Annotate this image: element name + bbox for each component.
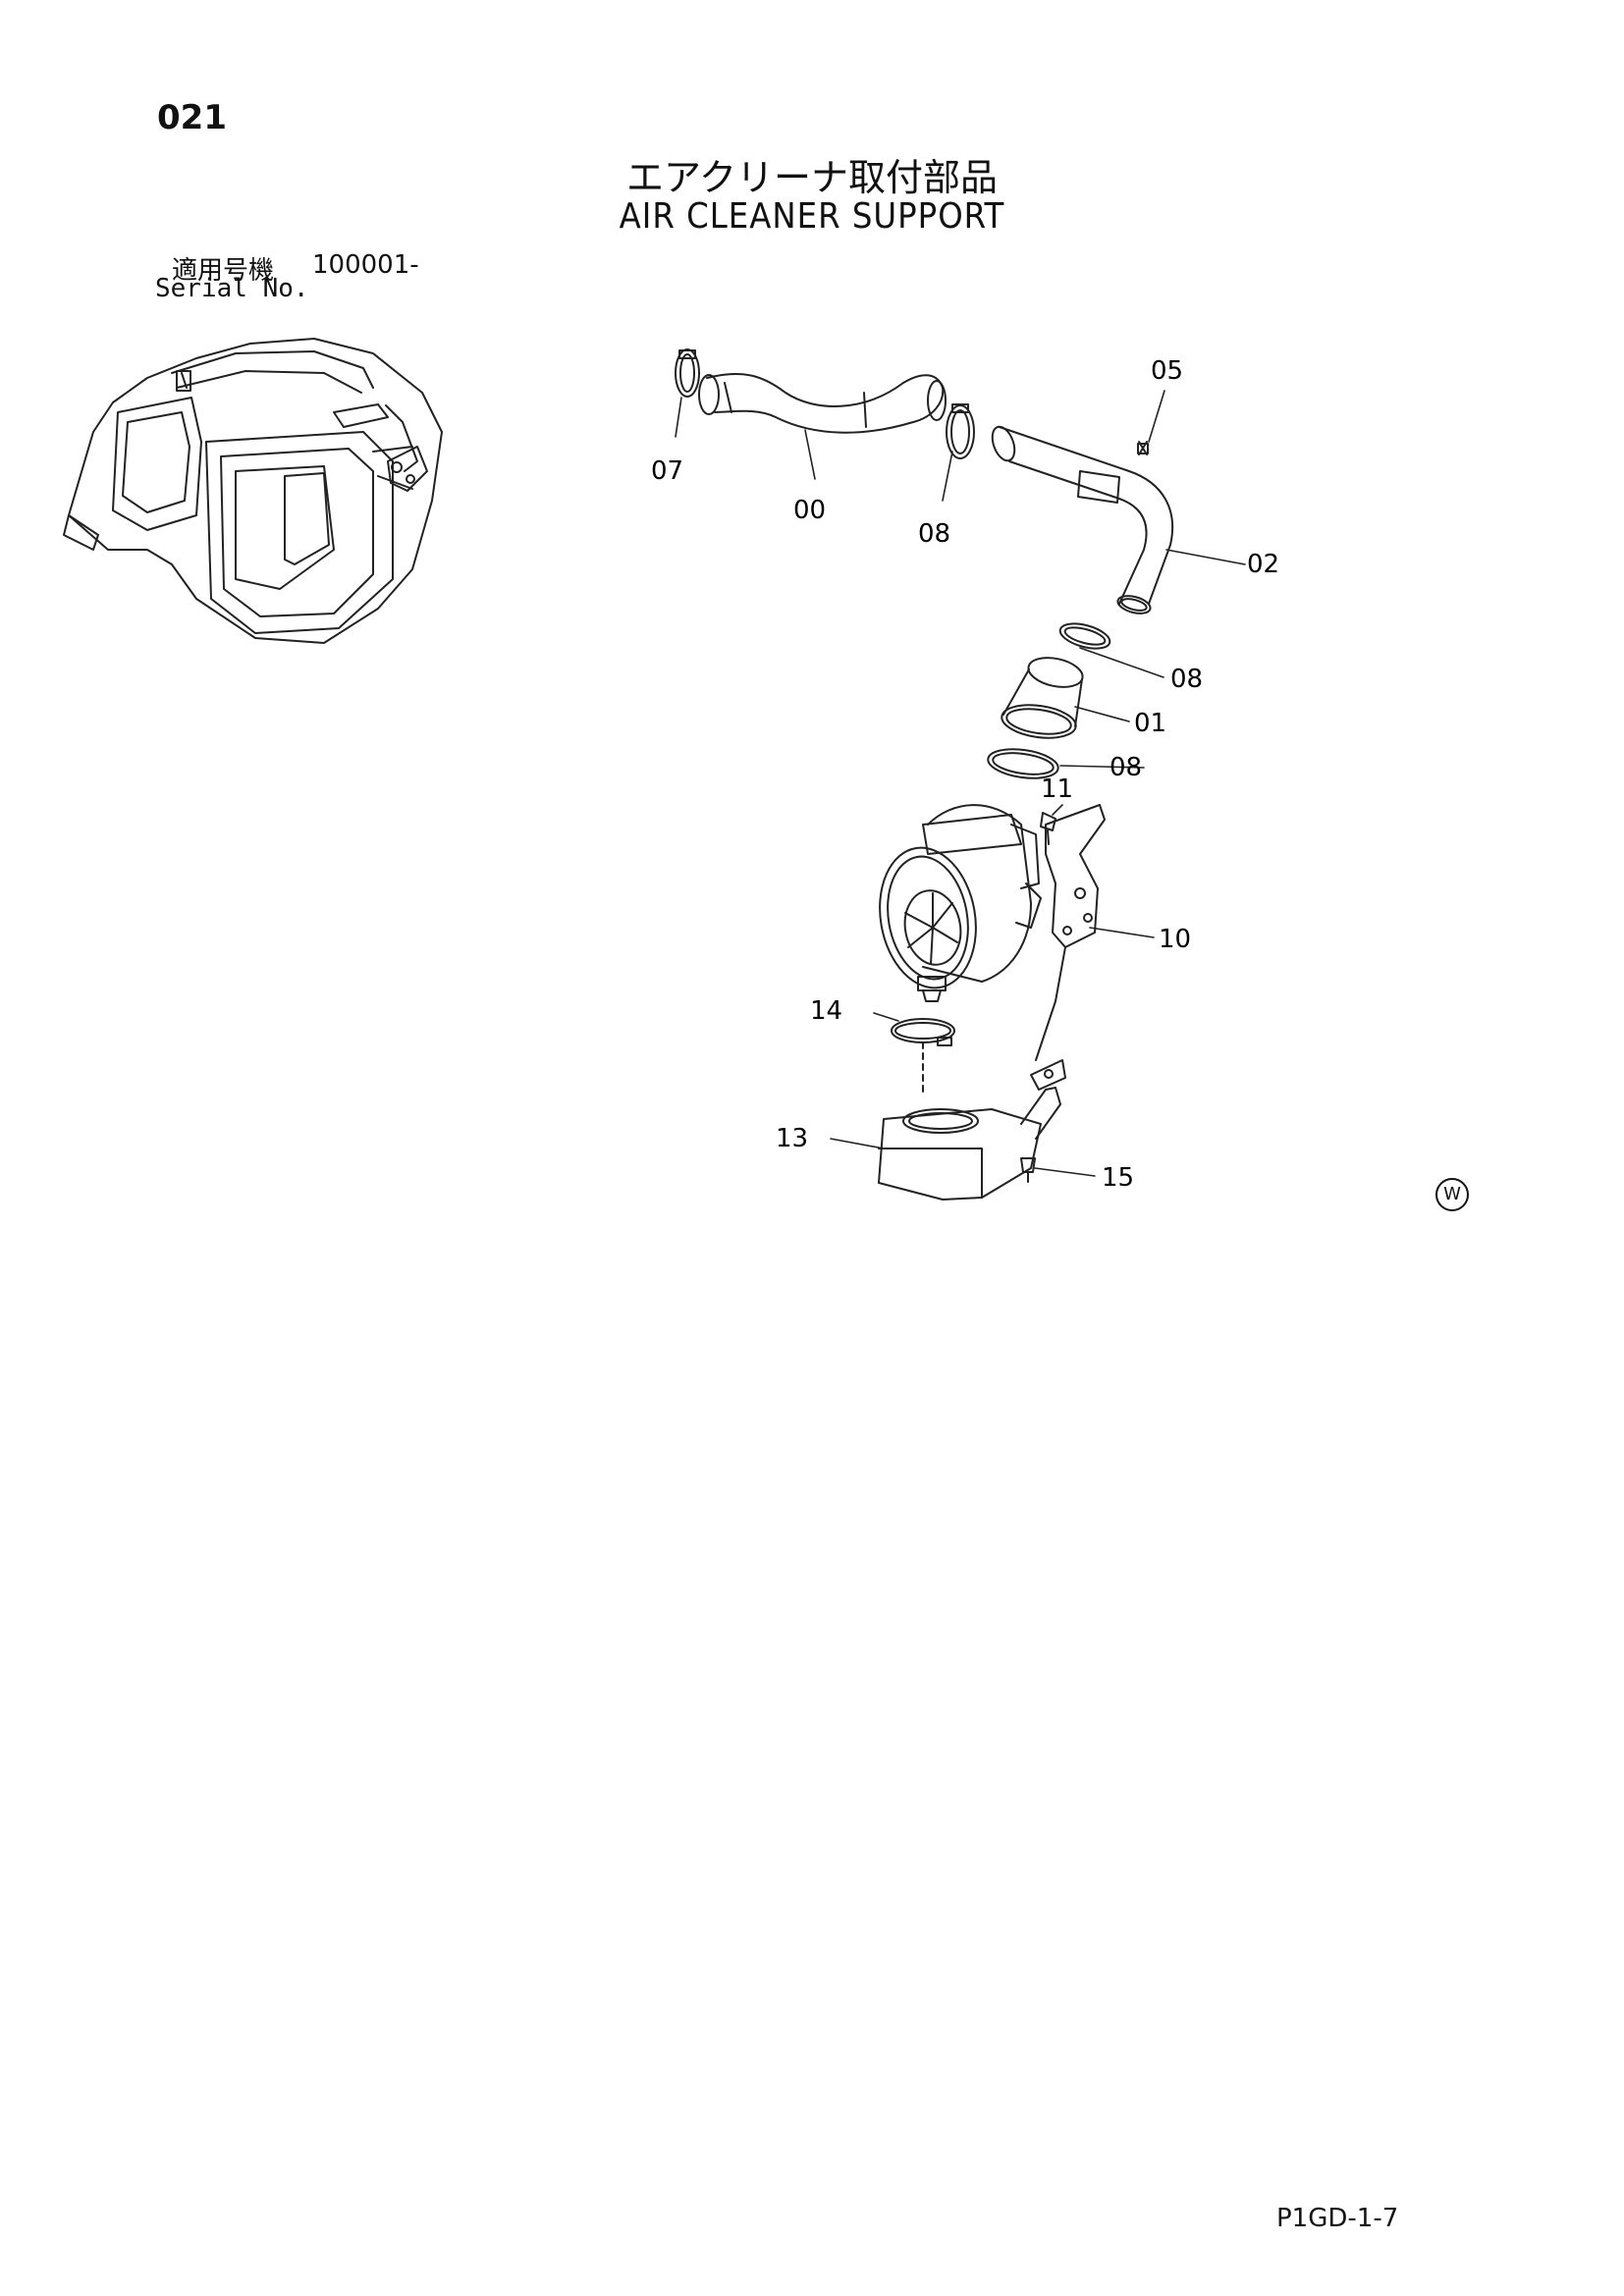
document-code: P1GD-1-7 bbox=[1276, 2204, 1399, 2233]
serial-label-en: Serial No. bbox=[155, 274, 309, 303]
callout-15: 15 bbox=[1102, 1163, 1134, 1193]
part-11-bolt bbox=[1040, 812, 1056, 845]
part-07-hose-clamp bbox=[675, 348, 700, 398]
callout-07: 07 bbox=[651, 456, 683, 486]
part-10-bracket bbox=[1045, 804, 1106, 948]
part-13-base-cover bbox=[878, 1059, 1066, 1201]
part-08-hose-clamp-lower bbox=[987, 748, 1059, 779]
machine-overview-illustration bbox=[63, 338, 443, 644]
page-number: 021 bbox=[157, 98, 227, 137]
air-cleaner-assembly bbox=[879, 804, 1042, 1002]
part-14-band-clamp bbox=[891, 1018, 955, 1095]
bracket-alignment-line bbox=[1035, 946, 1066, 1061]
part-00-hose bbox=[698, 372, 947, 434]
page-title-jp: エアクリーナ取付部品 bbox=[625, 156, 999, 199]
callout-05: 05 bbox=[1151, 356, 1183, 386]
part-02-elbow-pipe bbox=[991, 425, 1174, 614]
watermark-circle: W bbox=[1435, 1178, 1469, 1211]
serial-label-jp: 適用号機 bbox=[172, 256, 275, 286]
callout-08-lower: 08 bbox=[1110, 753, 1142, 782]
part-08-hose-clamp-upper bbox=[946, 403, 975, 459]
part-15-bolt bbox=[1020, 1157, 1036, 1183]
callout-13: 13 bbox=[776, 1124, 808, 1153]
callout-08-middle: 08 bbox=[1170, 665, 1203, 694]
page-title-en: AIR CLEANER SUPPORT bbox=[619, 196, 1005, 237]
callout-11: 11 bbox=[1041, 774, 1073, 804]
part-01-rubber-connector bbox=[1001, 657, 1084, 739]
callout-leader-lines bbox=[675, 390, 1246, 1177]
part-08-hose-clamp-middle bbox=[1058, 622, 1111, 650]
callout-14: 14 bbox=[810, 996, 842, 1026]
serial-range: 100001- bbox=[312, 250, 419, 280]
callout-00: 00 bbox=[793, 496, 826, 525]
callout-01: 01 bbox=[1134, 709, 1166, 738]
callout-08-upper: 08 bbox=[918, 519, 950, 549]
callout-02: 02 bbox=[1247, 550, 1279, 579]
callout-10: 10 bbox=[1159, 925, 1191, 954]
